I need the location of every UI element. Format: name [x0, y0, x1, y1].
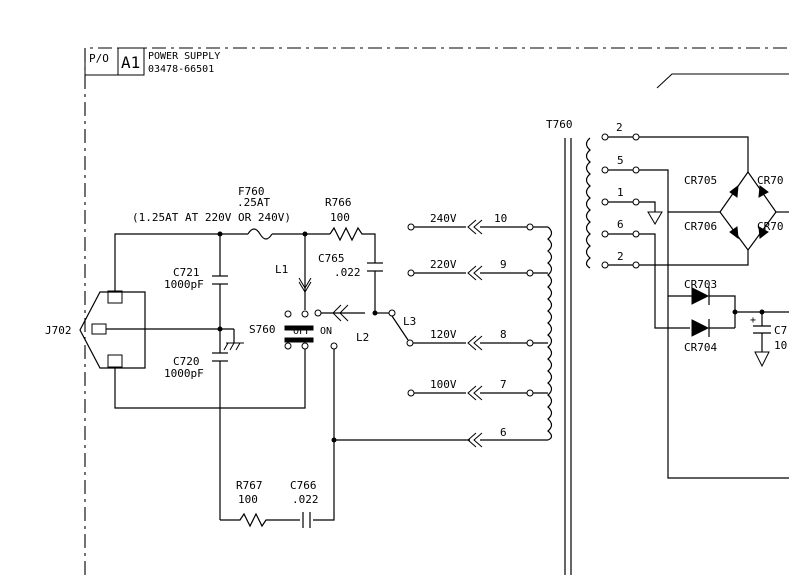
- cap-partial-value: 10: [774, 339, 787, 352]
- sec-pin-4: 6: [617, 218, 624, 231]
- f760-value: .25AT: [237, 196, 270, 209]
- transformer-t760: T760: [533, 118, 591, 575]
- sec-pin-5: 2: [617, 250, 624, 263]
- secondary-pins: 2 5 1 6 2: [601, 121, 749, 329]
- f760-note: (1.25AT AT 220V OR 240V): [132, 211, 291, 224]
- l1-label: L1: [275, 263, 288, 276]
- cr705-label: CR705: [684, 174, 717, 187]
- r766-value: 100: [330, 211, 350, 224]
- tap-common-pin: 6: [500, 426, 507, 439]
- s760-on: ON: [320, 326, 332, 337]
- r767-value: 100: [238, 493, 258, 506]
- tap-240v-voltage: 240V: [430, 212, 457, 225]
- tap-220v-pin: 9: [500, 258, 507, 271]
- tap-220v-voltage: 220V: [430, 258, 457, 271]
- tap-common: 6: [467, 426, 548, 448]
- c765-ref: C765: [318, 252, 345, 265]
- cr708-label: CR70: [757, 220, 784, 233]
- c766-ref: C766: [290, 479, 317, 492]
- c720-ref: C720: [173, 355, 200, 368]
- r767-ref: R767: [236, 479, 263, 492]
- output-rectifiers: + CR703 CR704 C7 10: [667, 212, 789, 479]
- mains-wiring: [106, 226, 470, 528]
- cap-partial-ref: C7: [774, 324, 787, 337]
- c720-value: 1000pF: [164, 367, 204, 380]
- bridge-rectifier: CR705 CR706 CR70 CR70: [684, 170, 789, 252]
- tap-100v-pin: 7: [500, 378, 507, 391]
- cr707-label: CR70: [757, 174, 784, 187]
- tap-100v: 100V 7: [407, 378, 534, 401]
- po-label: P/O: [89, 52, 109, 65]
- sec-pin-1: 2: [616, 121, 623, 134]
- tap-240v: 240V 10: [407, 212, 534, 235]
- cr704-label: CR704: [684, 341, 717, 354]
- l2-label: L2: [356, 331, 369, 344]
- r766-ref: R766: [325, 196, 352, 209]
- sheet-border: [84, 47, 789, 575]
- c721-ref: C721: [173, 266, 200, 279]
- assembly-name: POWER SUPPLY: [148, 51, 220, 62]
- tap-220v: 220V 9: [407, 258, 534, 281]
- tap-240v-pin: 10: [494, 212, 507, 225]
- title-block: P/O A1 POWER SUPPLY 03478-66501: [89, 51, 220, 75]
- sec-pin-2: 5: [617, 154, 624, 167]
- s760-off: OFF: [293, 326, 311, 337]
- tap-120v-pin: 8: [500, 328, 507, 341]
- assembly-id: A1: [121, 53, 140, 72]
- primary-labels: F760 .25AT (1.25AT AT 220V OR 240V) R766…: [132, 185, 416, 506]
- tap-120v-voltage: 120V: [430, 328, 457, 341]
- l3-label: L3: [403, 315, 416, 328]
- j702-label: J702: [45, 324, 72, 337]
- c765-value: .022: [334, 266, 361, 279]
- tap-100v-voltage: 100V: [430, 378, 457, 391]
- c766-value: .022: [292, 493, 319, 506]
- junctions: [217, 231, 378, 443]
- t760-label: T760: [546, 118, 573, 131]
- tap-120v: 120V 8: [413, 328, 534, 351]
- part-number: 03478-66501: [148, 64, 214, 75]
- f760-ref: F760: [238, 185, 265, 198]
- c721-value: 1000pF: [164, 278, 204, 291]
- svg-text:+: +: [750, 315, 756, 326]
- sec-pin-3: 1: [617, 186, 624, 199]
- s760-ref: S760: [249, 323, 276, 336]
- cr703-label: CR703: [684, 278, 717, 291]
- cr706-label: CR706: [684, 220, 717, 233]
